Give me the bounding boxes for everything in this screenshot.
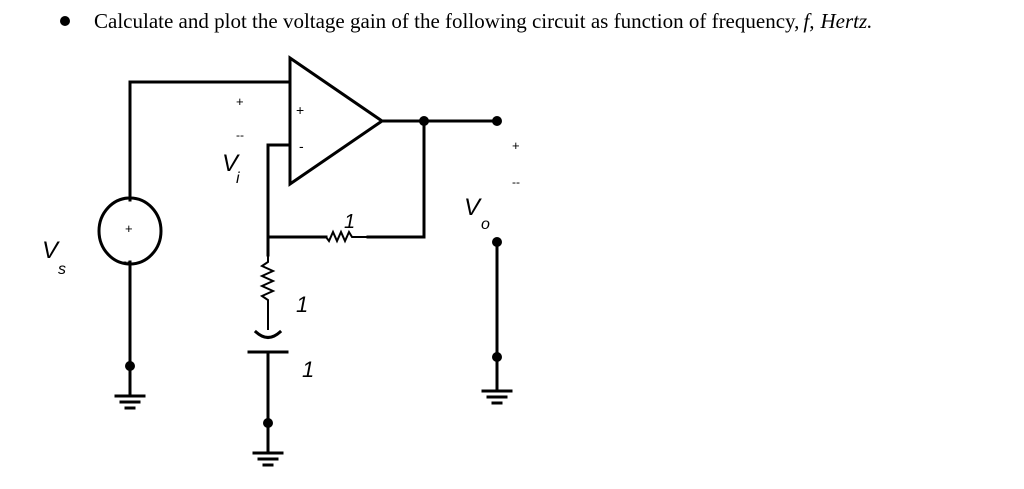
bullet-icon — [60, 16, 70, 26]
vs-subscript: s — [58, 261, 66, 278]
source-minus-label: -- — [123, 254, 131, 268]
opamp-minus-label: - — [299, 138, 304, 154]
vi-minus-label: -- — [236, 128, 244, 142]
vs-label: V — [42, 237, 60, 264]
vo-label: V — [464, 194, 482, 221]
feedback-wire — [366, 119, 426, 239]
opamp-icon — [288, 55, 385, 187]
vo-plus-label: + — [512, 138, 520, 153]
ground-icon — [252, 451, 284, 467]
capacitor-value: 1 — [302, 357, 314, 382]
opamp-plus-label: + — [296, 102, 304, 118]
problem-statement: Calculate and plot the voltage gain of t… — [60, 6, 872, 36]
voltage-source-icon — [97, 196, 163, 266]
feedback-resistor-icon — [325, 229, 368, 244]
capacitor-ground-node — [263, 418, 273, 428]
inverting-input-wire — [266, 143, 292, 257]
ground-icon — [114, 394, 146, 410]
ground-resistor-icon — [259, 255, 276, 330]
frequency-symbol: f, — [803, 8, 815, 33]
output-terminal-top — [492, 116, 502, 126]
source-ground-node — [125, 361, 135, 371]
source-plus-label: + — [125, 221, 133, 236]
vi-plus-label: + — [236, 94, 244, 109]
vi-subscript: i — [236, 170, 240, 187]
problem-text: Calculate and plot the voltage gain of t… — [94, 8, 800, 33]
output-ground-node — [492, 352, 502, 362]
source-input-wire — [128, 80, 292, 202]
hertz-unit: Hertz. — [820, 8, 873, 33]
feedback-resistor-value: 1 — [344, 211, 355, 233]
ground-icon — [481, 389, 513, 405]
vo-subscript: o — [481, 216, 490, 233]
vo-minus-label: -- — [512, 175, 520, 189]
ground-resistor-value: 1 — [296, 292, 308, 317]
capacitor-icon — [247, 329, 289, 354]
vi-label: V — [222, 150, 240, 177]
